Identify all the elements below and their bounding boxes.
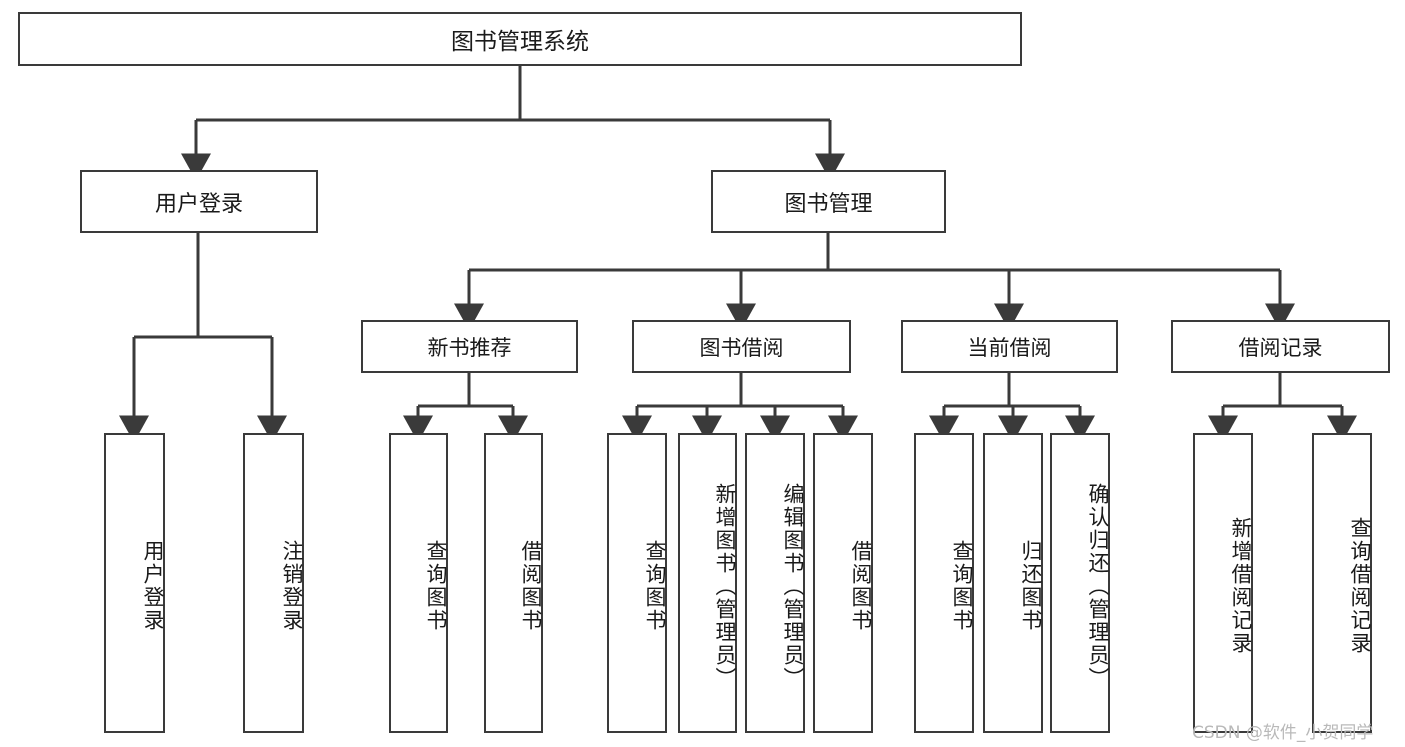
leaf-query-book-2[interactable]: 查询图书: [607, 433, 667, 733]
watermark: CSDN @软件_小贺同学: [1192, 723, 1374, 743]
node-borrow-record-label: 借阅记录: [1238, 335, 1323, 360]
leaf-query-book-3-label: 查询图书: [950, 540, 974, 632]
leaf-confirm-return[interactable]: 确认归还（管理员）: [1050, 433, 1110, 733]
leaf-edit-book-label: 编辑图书（管理员）: [781, 482, 805, 690]
leaf-query-book-2-label: 查询图书: [643, 540, 667, 632]
node-new-book-rec[interactable]: 新书推荐: [361, 320, 578, 373]
leaf-query-record[interactable]: 查询借阅记录: [1312, 433, 1372, 733]
node-book-borrow[interactable]: 图书借阅: [632, 320, 851, 373]
node-new-book-rec-label: 新书推荐: [427, 335, 512, 360]
node-current-borrow-label: 当前借阅: [967, 335, 1052, 360]
leaf-add-book-label: 新增图书（管理员）: [713, 482, 737, 690]
leaf-add-record[interactable]: 新增借阅记录: [1193, 433, 1253, 733]
node-root[interactable]: 图书管理系统: [18, 12, 1022, 66]
leaf-borrow-book-1-label: 借阅图书: [519, 540, 543, 632]
leaf-edit-book[interactable]: 编辑图书（管理员）: [745, 433, 805, 733]
leaf-confirm-return-label: 确认归还（管理员）: [1086, 482, 1110, 690]
node-user-login-label: 用户登录: [154, 191, 243, 217]
leaf-query-record-label: 查询借阅记录: [1348, 517, 1372, 655]
leaf-query-book-1-label: 查询图书: [424, 540, 448, 632]
leaf-borrow-book-2[interactable]: 借阅图书: [813, 433, 873, 733]
leaf-user-login-label: 用户登录: [141, 540, 165, 632]
node-book-manage-label: 图书管理: [784, 191, 873, 217]
node-borrow-record[interactable]: 借阅记录: [1171, 320, 1390, 373]
node-book-borrow-label: 图书借阅: [699, 335, 784, 360]
leaf-logout-label: 注销登录: [280, 540, 304, 632]
leaf-borrow-book-2-label: 借阅图书: [849, 540, 873, 632]
leaf-query-book-3[interactable]: 查询图书: [914, 433, 974, 733]
node-book-manage[interactable]: 图书管理: [711, 170, 946, 233]
leaf-add-book[interactable]: 新增图书（管理员）: [678, 433, 737, 733]
leaf-user-login[interactable]: 用户登录: [104, 433, 165, 733]
leaf-return-book-label: 归还图书: [1019, 540, 1043, 632]
node-current-borrow[interactable]: 当前借阅: [901, 320, 1118, 373]
node-user-login[interactable]: 用户登录: [80, 170, 318, 233]
leaf-logout[interactable]: 注销登录: [243, 433, 304, 733]
leaf-borrow-book-1[interactable]: 借阅图书: [484, 433, 543, 733]
leaf-add-record-label: 新增借阅记录: [1229, 517, 1253, 655]
leaf-query-book-1[interactable]: 查询图书: [389, 433, 448, 733]
node-root-label: 图书管理系统: [451, 29, 589, 55]
leaf-return-book[interactable]: 归还图书: [983, 433, 1043, 733]
